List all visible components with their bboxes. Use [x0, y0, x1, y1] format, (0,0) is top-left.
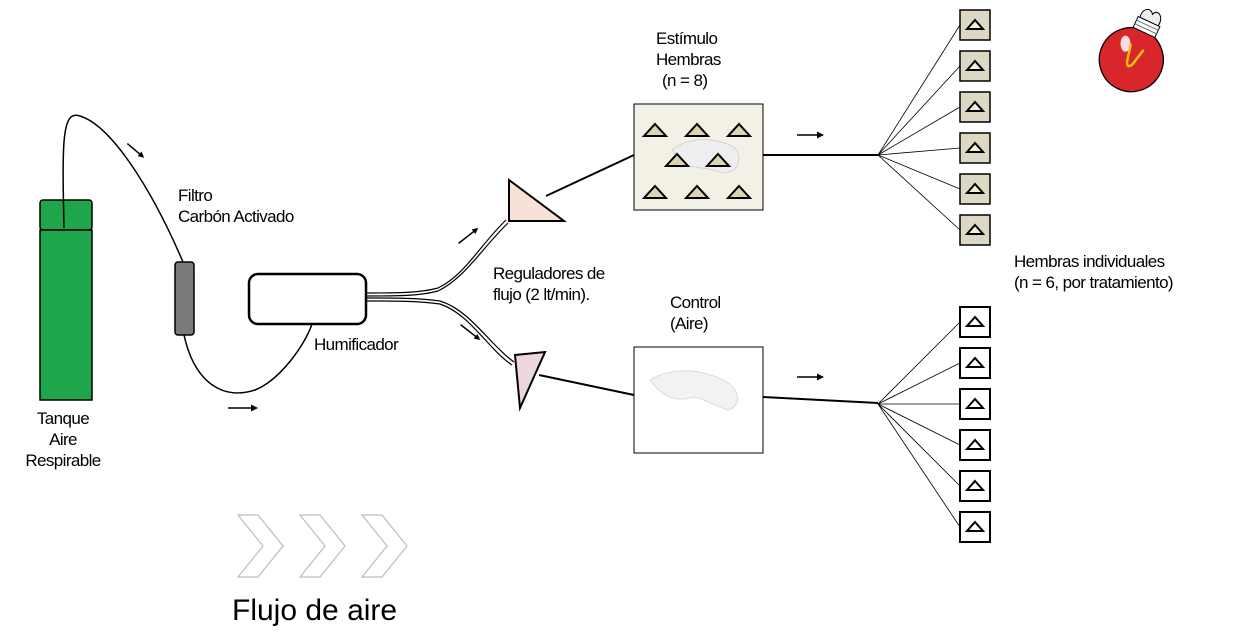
female-triangle-icon: [641, 122, 669, 137]
regulators-label: Reguladores de flujo (2 lt/min).: [493, 263, 605, 305]
female-triangle-icon: [964, 315, 986, 327]
fan-out-line: [877, 106, 961, 156]
stimulus-label-line-1: Estímulo: [656, 29, 718, 48]
air-tank: [39, 199, 93, 401]
fan-out-line: [877, 147, 961, 156]
individual-chamber: [959, 91, 991, 123]
fan-out-line: [877, 403, 961, 487]
regulators-label-line-2: flujo (2 lt/min).: [493, 285, 590, 304]
fan-out-line: [877, 321, 961, 405]
female-triangle-icon: [964, 223, 986, 235]
arrow-right-icon: [228, 404, 258, 412]
female-triangle-icon: [683, 122, 711, 137]
tank-label-line-1: Tanque: [36, 409, 90, 428]
arrow-right-icon: [458, 227, 479, 244]
individual-females-label-line-1: Hembras individuales: [1014, 252, 1165, 271]
female-triangle-icon: [964, 520, 986, 532]
tube-to-control: [538, 374, 635, 396]
tube-to-stimulus: [545, 154, 635, 197]
filter-label: Filtro Carbón Activado: [178, 185, 294, 227]
female-triangle-icon: [964, 356, 986, 368]
female-triangle-icon: [964, 59, 986, 71]
female-triangle-icon: [964, 397, 986, 409]
female-triangle-icon: [964, 438, 986, 450]
female-triangle-icon: [683, 184, 711, 199]
fan-out-line: [877, 65, 961, 156]
stimulus-label: Estímulo Hembras (n = 8): [656, 28, 721, 91]
female-triangle-icon: [725, 184, 753, 199]
fan-out-line: [877, 154, 961, 231]
arrow-right-icon: [126, 142, 145, 158]
humidifier-label: Humificador: [314, 335, 399, 354]
female-triangle-icon: [641, 184, 669, 199]
light-bulb-icon: [1098, 8, 1164, 93]
tank-label-line-2: Aire: [49, 430, 77, 449]
female-triangle-icon: [663, 152, 691, 167]
individual-chamber: [959, 470, 991, 502]
individual-chamber: [959, 173, 991, 205]
tank-label: Tanque Aire Respirable: [8, 408, 118, 471]
female-triangle-icon: [704, 152, 732, 167]
fan-out-line: [877, 154, 961, 190]
filter-label-line-1: Filtro: [178, 186, 213, 205]
humidifier: [247, 272, 368, 326]
fan-out-line: [877, 362, 961, 405]
tank-label-line-3: Respirable: [25, 451, 101, 470]
stimulus-chamber: [633, 103, 764, 211]
airflow-label: Flujo de aire: [232, 594, 398, 627]
stimulus-label-line-3: (n = 8): [662, 71, 708, 90]
individual-females-label-line-2: (n = 6, por tratamiento): [1014, 273, 1174, 292]
female-triangle-icon: [725, 122, 753, 137]
individual-chamber: [959, 388, 991, 420]
control-label-line-2: (Aire): [670, 314, 709, 333]
fan-out-line: [877, 403, 961, 446]
fan-out-line: [877, 403, 961, 528]
individual-females-label: Hembras individuales (n = 6, por tratami…: [1014, 251, 1174, 293]
control-label: Control (Aire): [670, 292, 721, 334]
regulators-label-line-1: Reguladores de: [493, 264, 605, 283]
arrow-right-icon: [460, 324, 481, 341]
tube-filter-humidifier: [183, 323, 313, 394]
filter-label-line-2: Carbón Activado: [178, 207, 294, 226]
carbon-filter: [174, 261, 195, 336]
control-chamber: [633, 346, 764, 454]
chevron-right-icon: [236, 514, 284, 578]
stimulus-label-line-2: Hembras: [656, 50, 721, 69]
individual-chamber: [959, 347, 991, 379]
individual-chamber: [959, 50, 991, 82]
female-triangle-icon: [964, 100, 986, 112]
split-tubes: [365, 219, 515, 366]
female-triangle-icon: [964, 18, 986, 30]
control-label-line-1: Control: [670, 293, 721, 312]
female-triangle-icon: [964, 182, 986, 194]
flow-regulator-top: [508, 178, 568, 222]
individual-chamber: [959, 132, 991, 164]
fan-out-line: [877, 24, 961, 156]
individual-chamber: [959, 306, 991, 338]
tube-tank-filter: [62, 114, 184, 263]
individual-chamber: [959, 511, 991, 543]
female-triangle-icon: [964, 141, 986, 153]
arrow-right-icon: [797, 131, 824, 139]
female-triangle-icon: [964, 479, 986, 491]
individual-chamber: [959, 9, 991, 41]
flow-regulator-bottom: [513, 350, 547, 412]
arrow-right-icon: [797, 373, 824, 381]
individual-chamber: [959, 214, 991, 246]
chevron-right-icon: [360, 514, 408, 578]
individual-chamber: [959, 429, 991, 461]
control-outlet-line: [762, 396, 879, 404]
chevron-right-icon: [298, 514, 346, 578]
